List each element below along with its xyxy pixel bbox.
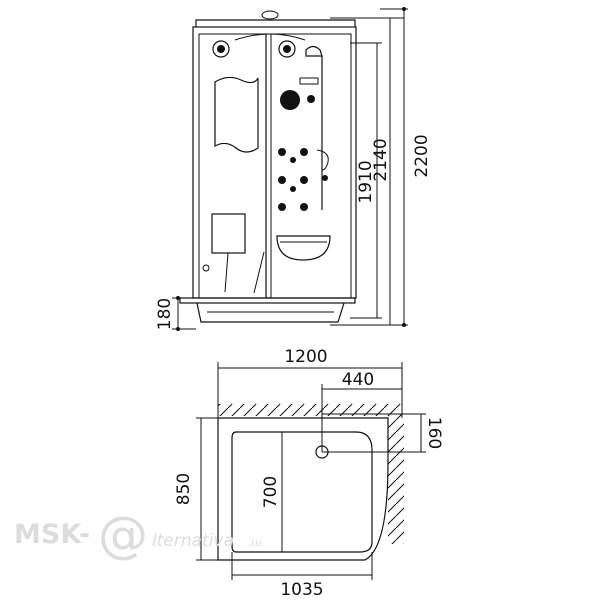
top-fan-icon: [261, 10, 279, 20]
tray-basin: [231, 431, 373, 553]
tray-outline: [217, 417, 389, 561]
watermark-suffix: .ru: [248, 538, 262, 549]
seat-icon: [276, 235, 331, 261]
mirror-icon: [214, 76, 259, 153]
watermark-prefix: MSK-: [14, 519, 90, 550]
door-handle-icon: [202, 264, 210, 272]
watermark-domain: lternativa: [152, 531, 234, 551]
dim-2140: 2140: [371, 138, 391, 181]
front-dimensions: 1910 2140 2200 180: [155, 7, 432, 331]
watermark-at-icon: @: [98, 506, 148, 564]
speaker-right-icon: [278, 40, 296, 58]
dim-850: 850: [174, 473, 194, 505]
dim-1035: 1035: [280, 580, 323, 600]
speaker-left-icon: [212, 40, 230, 58]
dim-1910: 1910: [356, 160, 376, 203]
rain-shower-icon: [280, 90, 300, 110]
cabin-outline: [192, 10, 357, 299]
front-view: 1910 2140 2200 180: [155, 7, 432, 331]
plan-dimensions: 1200 440 160 850 700 1035: [174, 347, 444, 600]
dim-440: 440: [342, 370, 374, 390]
massage-jets: [278, 148, 328, 211]
wall-hatching: [218, 404, 404, 544]
control-panel-box: [211, 213, 246, 254]
dim-700: 700: [261, 476, 281, 508]
watermark: MSK- @ lternativa .ru: [14, 506, 262, 564]
right-panel: [276, 40, 331, 261]
dim-160: 160: [424, 417, 444, 449]
dim-180: 180: [155, 298, 175, 330]
shower-tray: [179, 297, 356, 323]
dim-2200: 2200: [412, 134, 432, 177]
shower-head-icon: [305, 45, 323, 57]
left-panel: [202, 40, 265, 294]
dim-1200: 1200: [284, 347, 327, 367]
plan-view: 1200 440 160 850 700 1035: [174, 347, 444, 600]
